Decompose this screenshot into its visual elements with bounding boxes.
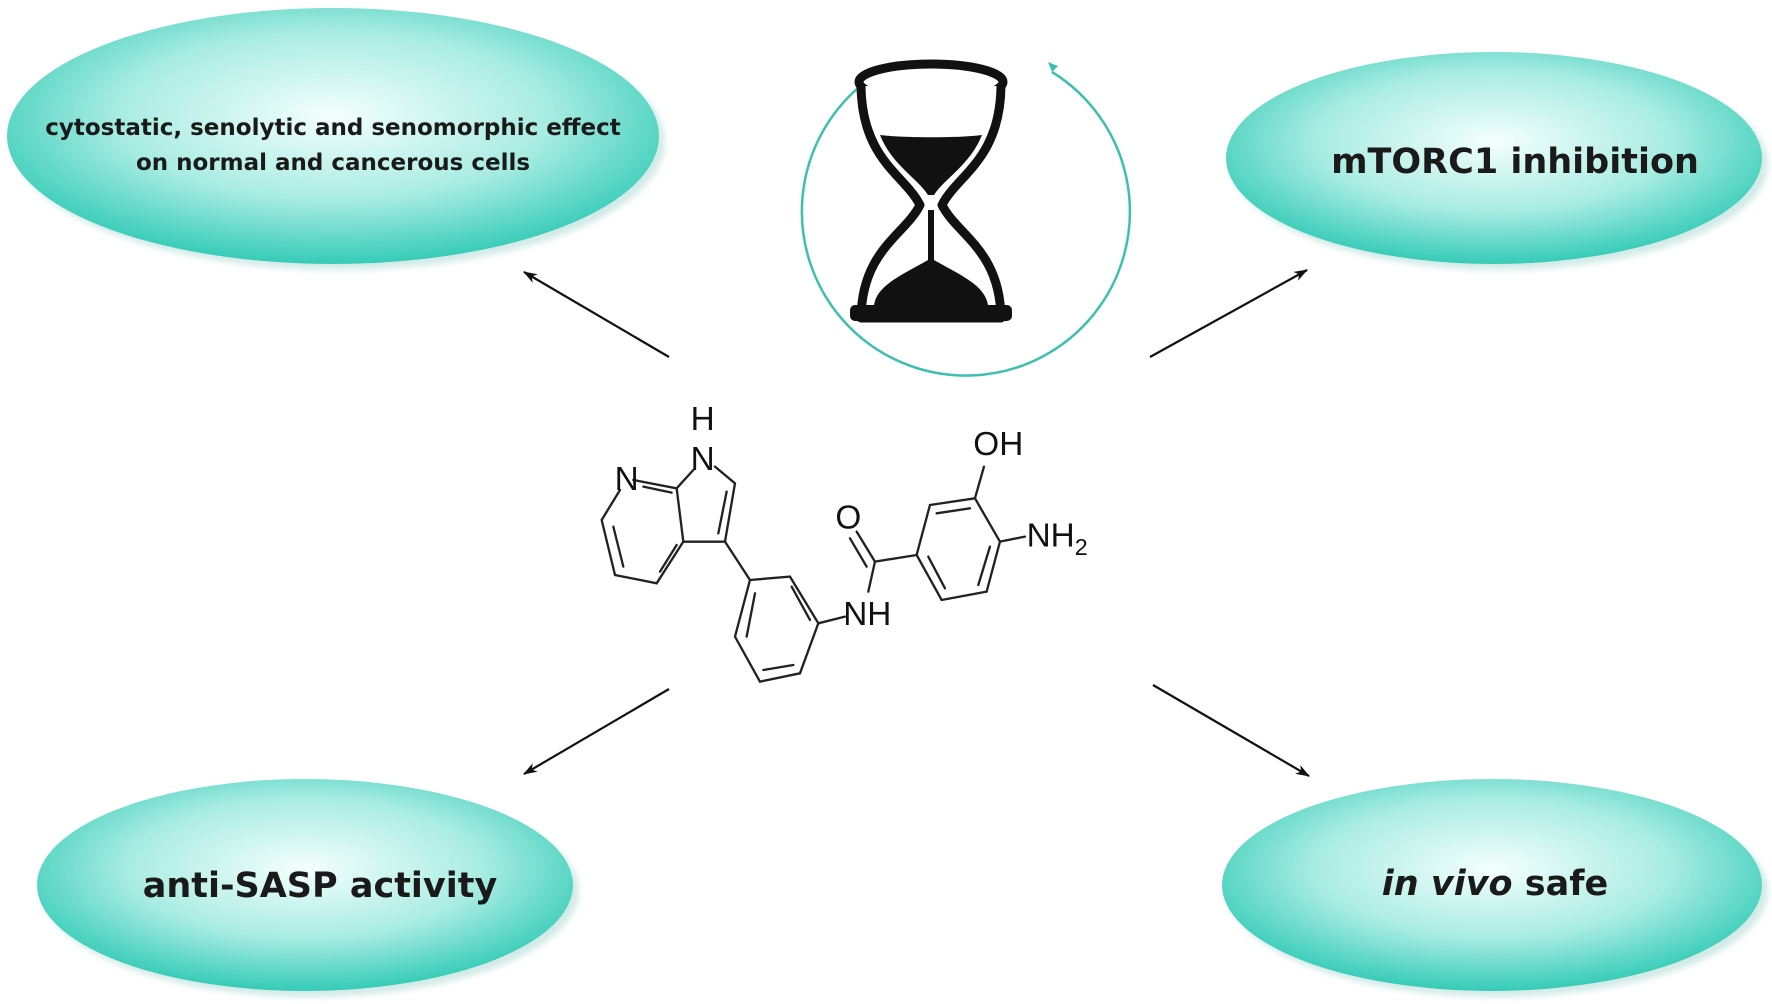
atom-n-pyridine: N bbox=[615, 461, 639, 498]
atom-amine: NH bbox=[1027, 518, 1075, 555]
effect-label-line1: cytostatic, senolytic and senomorphic ef… bbox=[45, 115, 621, 141]
arrow-to-mtorc1 bbox=[1149, 269, 1308, 358]
hourglass-icon bbox=[800, 59, 1132, 377]
effect-ellipse-in-vivo-safe: in vivo safe bbox=[1222, 779, 1762, 991]
atom-amide-nh: NH bbox=[843, 596, 891, 633]
effect-label-anti-sasp: anti-SASP activity bbox=[143, 866, 498, 906]
atom-h-pyrrole: H bbox=[691, 401, 715, 438]
arrow-to-anti-sasp bbox=[523, 688, 670, 775]
effect-ellipse-cytostatic: cytostatic, senolytic and senomorphic ef… bbox=[7, 8, 659, 264]
effect-label-mtorc1: mTORC1 inhibition bbox=[1331, 142, 1699, 182]
effect-ellipse-anti-sasp: anti-SASP activity bbox=[37, 779, 573, 991]
atom-amine-group: NH2 bbox=[1027, 518, 1088, 560]
atom-amine-subscript: 2 bbox=[1075, 534, 1088, 560]
atom-oxygen: O bbox=[835, 499, 861, 536]
atom-hydroxyl: OH bbox=[973, 426, 1023, 463]
safe-text: safe bbox=[1513, 864, 1609, 904]
effect-label-line2: on normal and cancerous cells bbox=[136, 150, 530, 176]
effect-label-in-vivo-safe: in vivo safe bbox=[1382, 864, 1608, 904]
molecule-structure: N H N O NH OH NH2 bbox=[600, 401, 1088, 683]
arrow-to-cytostatic bbox=[523, 271, 670, 358]
arrow-to-in-vivo-safe bbox=[1152, 684, 1310, 777]
cycle-arrow-icon bbox=[800, 70, 1132, 377]
in-vivo-italic: in vivo bbox=[1382, 864, 1513, 904]
effect-ellipse-mtorc1: mTORC1 inhibition bbox=[1226, 52, 1762, 264]
atom-n-pyrrole: N bbox=[691, 441, 715, 478]
